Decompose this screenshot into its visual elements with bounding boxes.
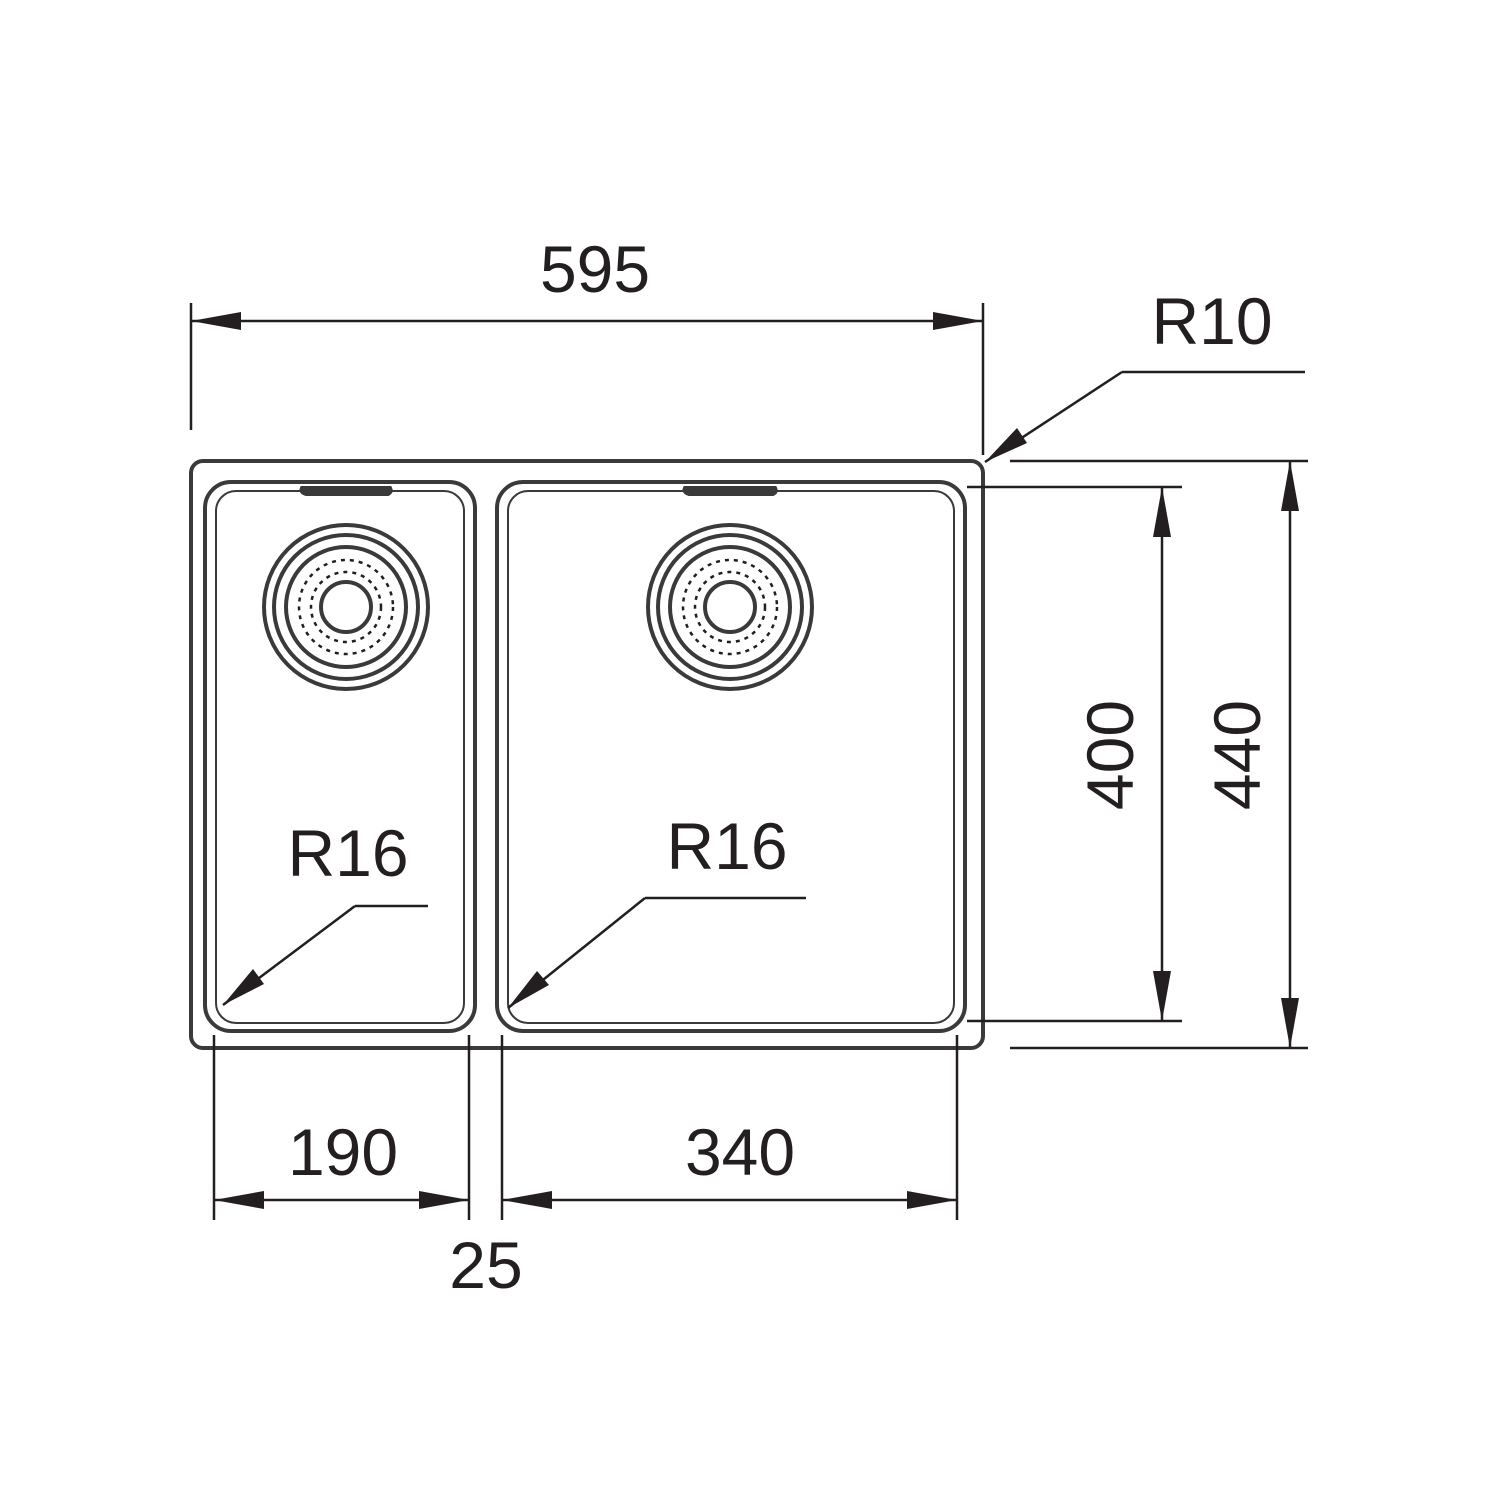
small-bowl xyxy=(203,480,477,1033)
large-bowl-strainer-icon xyxy=(646,523,814,691)
bowl-depth-dimension: 400 xyxy=(967,485,1182,1023)
small-bowl-strainer-icon xyxy=(262,523,430,691)
sink-outer-edge xyxy=(189,459,985,1050)
large-bowl-radius-label: R16 xyxy=(666,809,787,883)
large-bowl-outer-edge xyxy=(495,480,967,1033)
large-bowl-radius-callout: R16 xyxy=(507,809,806,1009)
bowl-depth-label: 400 xyxy=(1073,700,1147,810)
large-bowl-inner-edge xyxy=(507,490,955,1024)
divider-width-label: 25 xyxy=(449,1228,522,1302)
small-bowl-inner-edge xyxy=(215,490,465,1024)
large-bowl xyxy=(495,480,967,1033)
small-bowl-width-label: 190 xyxy=(288,1115,398,1189)
large-bowl-overflow-slot xyxy=(682,486,778,496)
overall-depth-dimension: 440 xyxy=(1010,459,1308,1050)
outer-radius-label: R10 xyxy=(1151,284,1272,358)
small-bowl-radius-label: R16 xyxy=(287,816,408,890)
small-bowl-radius-callout: R16 xyxy=(222,816,428,1006)
small-bowl-outer-edge xyxy=(203,480,477,1033)
overall-width-dimension: 595 xyxy=(189,232,985,455)
bowl-width-dimensions: 190 340 25 xyxy=(212,1035,959,1302)
large-bowl-width-label: 340 xyxy=(685,1115,795,1189)
small-bowl-overflow-slot xyxy=(299,486,393,496)
overall-depth-label: 440 xyxy=(1200,700,1274,810)
outer-radius-callout: R10 xyxy=(984,284,1305,464)
sink-outline xyxy=(189,459,985,1050)
overall-width-label: 595 xyxy=(540,232,650,306)
